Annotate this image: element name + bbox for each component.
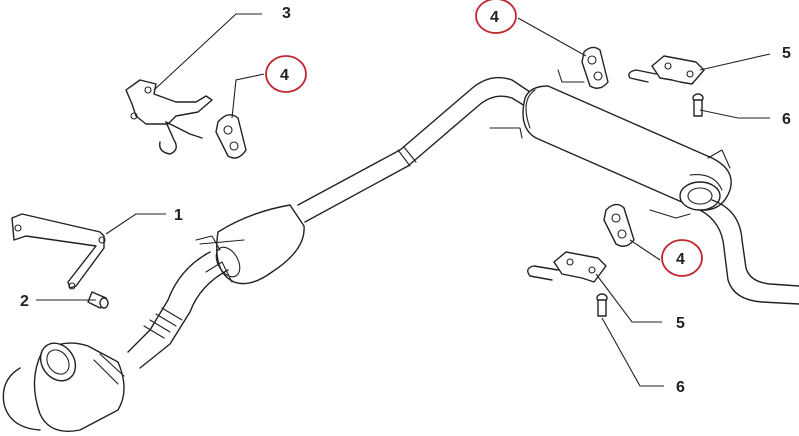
highlight-circle-4-bottom bbox=[661, 239, 703, 277]
screw-part-6-top bbox=[692, 93, 704, 117]
downpipe bbox=[2, 342, 125, 432]
bracket-part-3 bbox=[125, 79, 213, 155]
callout-labels: 1 2 3 4 4 4 5 5 6 6 bbox=[20, 5, 791, 396]
front-flex-pipe bbox=[127, 251, 229, 369]
callout-5-bottom: 5 bbox=[676, 315, 685, 332]
rubber-mount-part-4-left bbox=[215, 114, 247, 159]
bracket-part-5-top bbox=[628, 55, 705, 85]
exhaust-pipe bbox=[297, 76, 531, 223]
callout-6-top: 6 bbox=[782, 111, 791, 128]
bracket-part-1 bbox=[11, 213, 106, 290]
rear-muffler bbox=[489, 69, 732, 219]
callout-2: 2 bbox=[20, 293, 29, 310]
catalytic-converter bbox=[195, 204, 305, 285]
rubber-mount-part-4-bottom bbox=[603, 203, 635, 247]
callout-4-top: 4 bbox=[490, 9, 499, 26]
tailpipe bbox=[699, 199, 799, 305]
highlight-circles bbox=[265, 0, 703, 277]
highlight-circle-4-top bbox=[475, 0, 517, 34]
leader-lines bbox=[36, 13, 771, 387]
rubber-mount-part-4-top bbox=[581, 46, 609, 89]
callout-3: 3 bbox=[282, 5, 291, 22]
callout-1: 1 bbox=[174, 207, 183, 224]
screw-part-6-bottom bbox=[596, 293, 608, 317]
callout-4-left: 4 bbox=[280, 67, 289, 84]
bracket-part-5-bottom bbox=[527, 251, 607, 283]
callout-6-bottom: 6 bbox=[676, 379, 685, 396]
callout-5-top: 5 bbox=[782, 45, 791, 62]
highlight-circle-4-left bbox=[265, 55, 307, 93]
callout-4-bottom: 4 bbox=[676, 251, 685, 268]
